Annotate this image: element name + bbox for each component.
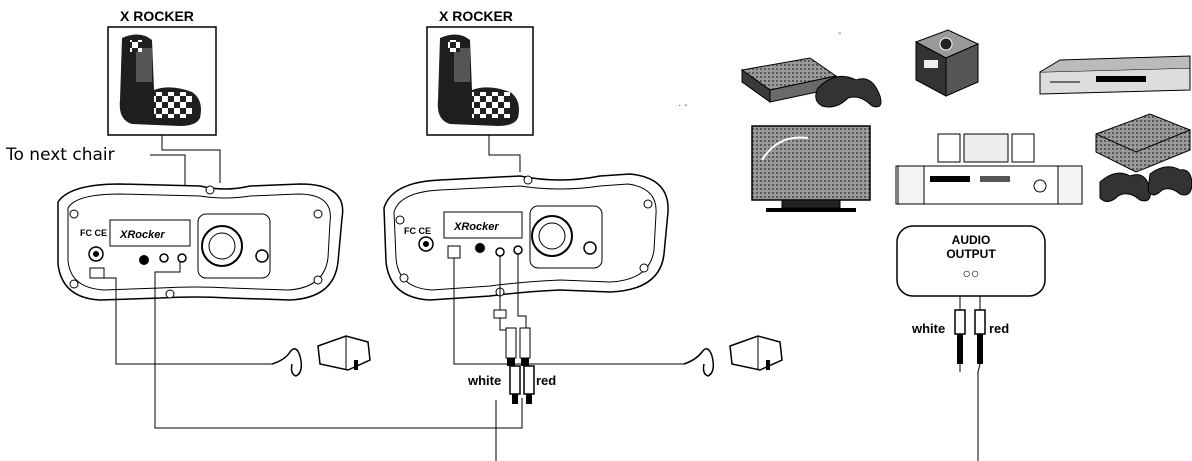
- game-console-gamecube-icon: [914, 29, 980, 97]
- panel-1-cert: FC CE: [80, 228, 107, 238]
- next-chair-label: To next chair: [5, 145, 115, 165]
- chair-1-title: X ROCKER: [120, 8, 194, 24]
- chair-1: X ROCKER: [107, 8, 217, 136]
- stray-mark: -: [838, 28, 841, 39]
- panel-2-knob-small-icon: [475, 243, 485, 253]
- panel-2-power-port-icon: [447, 245, 461, 259]
- rca-plugs-chair-2-icon: [509, 365, 535, 404]
- chair-1-image: [119, 34, 201, 126]
- power-adapter-1-icon: [271, 335, 371, 377]
- panel-1-jack-input-icon: [159, 253, 169, 263]
- control-panel-2: FC CE XRocker: [383, 173, 669, 301]
- game-console-ps2-icon: [740, 57, 882, 108]
- panel-2-brand: XRocker: [453, 221, 499, 233]
- television-icon: [751, 125, 871, 212]
- audio-output-title-2: OUTPUT: [946, 247, 996, 261]
- panel-1-brand: XRocker: [119, 229, 165, 241]
- stray-mark-2: · -: [678, 100, 687, 111]
- stereo-system-icon: [895, 133, 1083, 205]
- panel-1-jack-output-icon: [177, 253, 187, 263]
- panel-2-cert: FC CE: [404, 226, 431, 236]
- audio-output-red-label: red: [989, 321, 1009, 336]
- audio-output-title-1: AUDIO: [952, 233, 991, 247]
- audio-output-white-label: white: [911, 321, 945, 336]
- chair-2-image: [437, 34, 519, 126]
- chair-2-title: X ROCKER: [439, 8, 513, 24]
- wiring: [97, 254, 979, 461]
- power-adapter-2-icon: [683, 335, 783, 377]
- panel-2-jack-output-icon: [513, 245, 523, 255]
- audio-output-box: AUDIO OUTPUT ○○: [896, 225, 1046, 297]
- chair-1-cable: [161, 135, 221, 183]
- panel-1-bass-knob-icon: [255, 249, 269, 263]
- next-chair-wire: [150, 154, 186, 198]
- audio-output-jacks: ○○: [963, 265, 980, 281]
- chair-2-cable: [488, 135, 521, 172]
- panel-2-jack-input-icon: [495, 247, 505, 257]
- rca-plugs-audio-output-icon: [954, 296, 986, 373]
- panel-1-power-port-icon: [89, 267, 105, 279]
- panel-2-display: [443, 211, 523, 239]
- panel-1-knob-small-icon: [139, 255, 149, 265]
- control-panel-1: FC CE XRocker: [57, 183, 344, 301]
- dvd-player-icon: [1039, 55, 1191, 95]
- panel-2-bass-knob-icon: [583, 241, 597, 255]
- game-console-xbox-icon: [1095, 113, 1192, 202]
- chair-2: X ROCKER: [426, 8, 534, 136]
- chair-2-white-label: white: [467, 373, 501, 388]
- chair-2-red-label: red: [536, 373, 556, 388]
- panel-1-display: [109, 219, 191, 247]
- rca-splitter-icon: [493, 290, 531, 366]
